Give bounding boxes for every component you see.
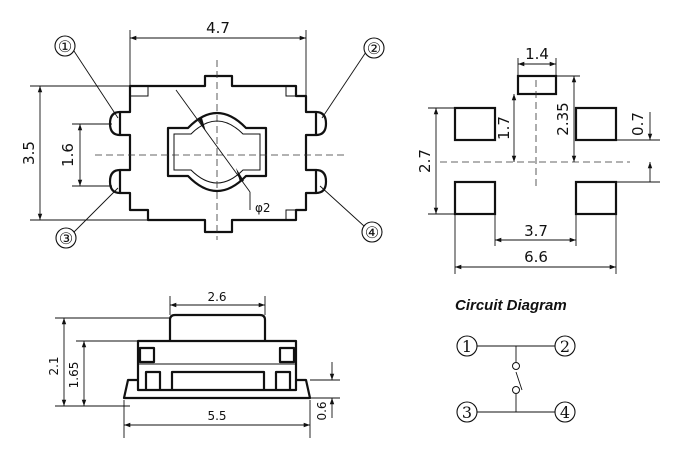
switch-contact — [512, 362, 520, 370]
pin-number-3: ③ — [59, 229, 73, 248]
side-tab — [138, 346, 156, 364]
dim-pad-width-label: 1.4 — [525, 45, 549, 63]
actuator-inner — [173, 120, 261, 184]
side-lead — [122, 378, 138, 400]
side-actuator — [168, 313, 267, 341]
terminal-nub — [315, 110, 328, 137]
dim-inner-height-label: 1.6 — [59, 143, 77, 167]
top-view: 4.7 3.5 1.6 φ2 ① ② ③ ④ — [20, 19, 385, 249]
dim-pad-height-label: 0.7 — [629, 112, 647, 136]
dim-total-height-label: 2.1 — [47, 356, 61, 375]
pin-number-1: ① — [58, 37, 72, 56]
circuit-pin-4 — [554, 401, 576, 423]
pin-number-4: ④ — [365, 223, 379, 242]
side-body — [136, 339, 298, 392]
actuator-leader — [175, 89, 251, 193]
switch-lever — [515, 371, 523, 391]
dim-height-label: 3.5 — [20, 141, 38, 165]
circuit-title: Circuit Diagram — [455, 297, 567, 314]
dim-outer-span-label: 6.6 — [524, 248, 548, 266]
switch-contact — [512, 386, 520, 394]
terminal-nub — [315, 168, 328, 195]
pin-callout-2 — [363, 37, 385, 59]
footprint-pad — [574, 180, 618, 216]
circuit-pin-number-4: 4 — [560, 403, 570, 422]
footprint-pad — [453, 106, 497, 142]
circuit-pin-number-2: 2 — [560, 337, 570, 356]
dim-pad-reach-label: 2.35 — [554, 102, 572, 135]
circuit-diagram: Circuit Diagram 1 2 3 4 — [455, 297, 576, 423]
side-lead — [296, 378, 312, 400]
side-view: 2.6 2.1 1.65 5.5 0.6 — [47, 290, 340, 438]
dim-body-height-label: 1.65 — [67, 362, 81, 389]
side-foot — [274, 370, 292, 390]
pin-leader — [321, 51, 367, 119]
body-step-line — [130, 86, 149, 97]
terminal-nub — [108, 168, 121, 195]
pin-callout-4 — [361, 221, 383, 243]
pin-callout-3 — [55, 227, 77, 249]
circuit-pin-3 — [456, 401, 478, 423]
footprint-pad-top — [516, 74, 558, 96]
circuit-pin-2 — [554, 335, 576, 357]
footprint-pad — [453, 180, 497, 216]
body-step-line — [285, 86, 296, 97]
circuit-pin-number-1: 1 — [462, 337, 472, 356]
terminal-nub — [108, 110, 121, 137]
pcb-footprint: 1.4 1.7 2.35 0.7 2.7 3.7 6.6 — [416, 45, 660, 274]
dim-inner-span-label: 3.7 — [524, 222, 548, 240]
dim-base-width-label: 5.5 — [207, 409, 226, 423]
dim-pad-offset-label: 1.7 — [495, 116, 513, 140]
side-recess — [170, 370, 266, 390]
dim-vertical-span-label: 2.7 — [416, 149, 434, 173]
actuator-outline — [166, 112, 268, 192]
pin-callout-1 — [54, 35, 76, 57]
pin-leader — [71, 47, 119, 119]
circuit-pin-1 — [456, 335, 478, 357]
body-step-line — [285, 209, 296, 220]
switch-body-outline — [118, 74, 318, 234]
footprint-pad — [574, 106, 618, 142]
side-foot — [144, 370, 162, 390]
dim-actuator-label: φ2 — [255, 201, 271, 215]
pin-number-2: ② — [367, 39, 381, 58]
circuit-pin-number-3: 3 — [462, 403, 472, 422]
side-tab — [278, 346, 296, 364]
dim-lead-height-label: 0.6 — [315, 401, 329, 420]
pin-leader — [319, 185, 365, 227]
dim-actuator-width-label: 2.6 — [207, 290, 226, 304]
dim-width-label: 4.7 — [206, 19, 230, 37]
pin-leader — [73, 187, 119, 233]
